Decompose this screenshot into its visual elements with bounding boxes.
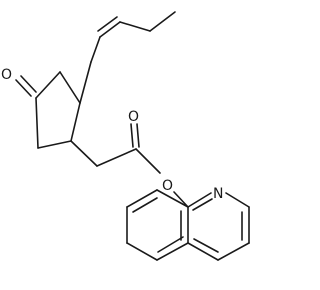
- acetate-linker: [70, 123, 189, 208]
- ring-bond: [70, 102, 81, 142]
- linker-bond: [96, 148, 137, 167]
- ring-bond: [35, 97, 39, 149]
- ester-aryl-bond: [173, 191, 189, 208]
- chain-bond: [119, 21, 151, 32]
- ketone-oxygen-label: O: [1, 67, 12, 83]
- ring-bond: [37, 140, 72, 149]
- chain-bond: [149, 11, 176, 32]
- structure-canvas: O O O N: [1, 11, 250, 261]
- cyclopentanone-ring: [35, 71, 81, 149]
- chain-bond: [79, 61, 92, 104]
- linker-bond: [70, 140, 98, 167]
- ester-carbonyl-bond: [130, 123, 134, 148]
- chain-bond: [90, 36, 101, 63]
- ester-carbonyl-oxygen-label: O: [128, 109, 139, 125]
- molecule-structure: O O O N: [1, 11, 250, 261]
- ester-carbonyl-bond: [136, 123, 140, 148]
- pentenyl-chain: [79, 11, 176, 104]
- chain-cis-double-bond: [97, 16, 118, 32]
- quinoline-benzo-ring: [126, 189, 189, 261]
- chain-cis-double-bond: [99, 21, 121, 38]
- ester-single-bond: [135, 148, 161, 174]
- ketone-double-bond: [15, 75, 37, 97]
- ester-oxygen-label: O: [162, 178, 173, 194]
- quinoline-pyridine-ring: [187, 192, 250, 261]
- quinoline-nitrogen-label: N: [213, 186, 223, 202]
- ring-bond: [59, 71, 81, 104]
- ring-bond: [35, 71, 61, 99]
